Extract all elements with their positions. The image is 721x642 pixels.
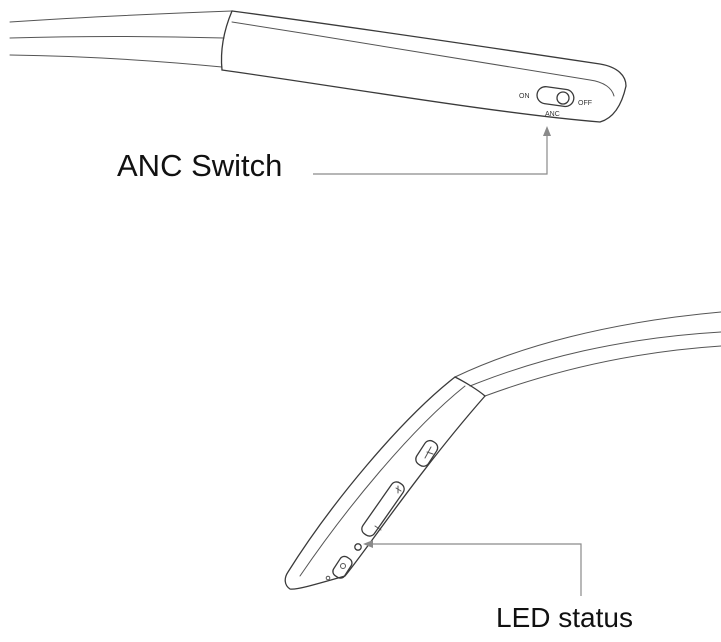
usb-port bbox=[415, 439, 439, 467]
led-leader-line bbox=[363, 540, 582, 596]
neckband-arm-top bbox=[9, 10, 627, 123]
anc-switch-callout: ANC Switch bbox=[117, 148, 283, 183]
led-indicator bbox=[354, 543, 362, 551]
switch-off-label: OFF bbox=[578, 100, 592, 107]
volume-rocker bbox=[361, 481, 405, 537]
mic-hole bbox=[325, 575, 331, 581]
power-button bbox=[332, 555, 353, 579]
anc-switch: ON OFF ANC bbox=[519, 86, 592, 118]
switch-on-label: ON bbox=[519, 93, 530, 100]
neckband-arm-bottom bbox=[284, 311, 721, 590]
anc-leader-line bbox=[313, 126, 551, 175]
switch-anc-label: ANC bbox=[545, 111, 560, 118]
led-status-callout: LED status bbox=[496, 602, 633, 633]
